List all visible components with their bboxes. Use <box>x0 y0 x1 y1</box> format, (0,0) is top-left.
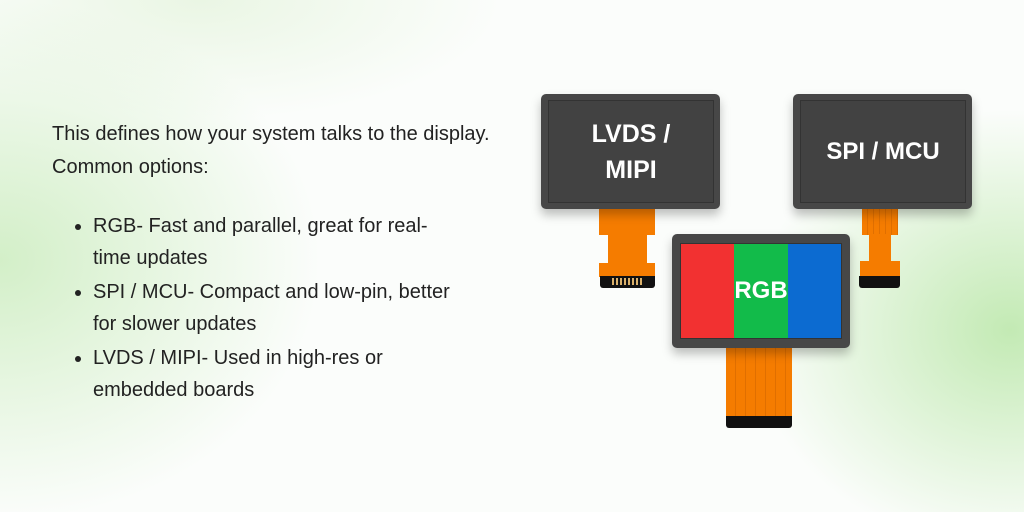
rgb-label: RGB <box>734 277 788 304</box>
red-band <box>681 244 735 338</box>
spi-label: SPI / MCU <box>800 100 966 203</box>
list-item: LVDS / MIPI- Used in high-res or embedde… <box>93 342 453 406</box>
blue-band <box>787 244 841 338</box>
lvds-label: LVDS / MIPI <box>548 100 714 203</box>
list-item: RGB- Fast and parallel, great for real-t… <box>93 210 453 274</box>
list-item: SPI / MCU- Compact and low-pin, better f… <box>93 276 453 340</box>
green-band <box>734 244 788 338</box>
intro-text: This defines how your system talks to th… <box>52 123 490 178</box>
interface-options-list: RGB- Fast and parallel, great for real-t… <box>41 210 453 408</box>
